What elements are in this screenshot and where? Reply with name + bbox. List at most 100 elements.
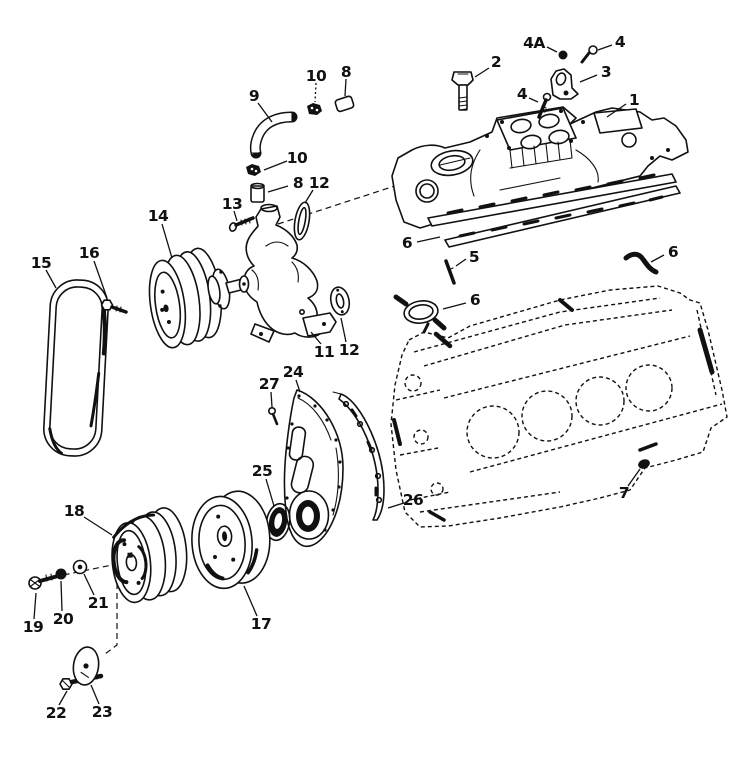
leader-line-8-12 (267, 185, 289, 193)
part-21-washer (72, 559, 88, 575)
cover-bolt-holes (285, 394, 342, 532)
carb-pad-ports (500, 109, 573, 150)
callout-21-27: 21 (88, 594, 109, 612)
callout-8-12: 8 (293, 174, 303, 192)
leader-line-13-19 (233, 210, 238, 222)
callout-3-2: 3 (601, 63, 611, 81)
leader-line-10-14 (314, 82, 317, 103)
leader-line-6-8 (650, 254, 665, 263)
callout-11-16: 11 (314, 343, 335, 361)
callout-23-29: 23 (92, 703, 113, 721)
part-6-oring-gasket (393, 294, 447, 334)
leader-line-18-24 (83, 516, 113, 536)
leader-line-23-29 (90, 684, 100, 705)
part-17-pulley (191, 490, 271, 590)
callout-16-22: 16 (79, 244, 100, 262)
leader-line-22-28 (58, 690, 68, 706)
part-11-water-pump (207, 203, 337, 343)
leader-line-4-5 (528, 97, 539, 103)
callout-14-20: 14 (148, 207, 169, 225)
part-3-bracket (550, 68, 579, 100)
callout-4-5: 4 (517, 85, 528, 103)
part-19-bolt (28, 573, 60, 590)
part-7-plug (638, 459, 650, 469)
part-12-outlet-gasket (329, 286, 351, 316)
part-4a-nut (558, 50, 568, 60)
leader-line-16-22 (93, 260, 108, 299)
part-6-end-seal (623, 251, 659, 275)
part-16-bolt (100, 299, 128, 314)
part-5-stud (444, 259, 456, 285)
leader-line-20-26 (60, 580, 63, 612)
leader-line-4A-3 (546, 46, 558, 53)
callout-17-23: 17 (251, 615, 272, 633)
callout-1-0: 1 (629, 91, 639, 109)
callout-10-15: 10 (287, 149, 308, 167)
leader-line-14-20 (161, 223, 173, 259)
callout-6-8: 6 (668, 243, 678, 261)
leader-line-12-17 (304, 189, 314, 204)
leader-line-1-0 (606, 103, 627, 118)
leader-line-11-16 (310, 331, 322, 345)
leader-line-24-30 (295, 379, 301, 393)
leader-line-10-15 (263, 160, 288, 171)
part-1-intake-manifold (391, 106, 689, 229)
leader-line-5-6 (455, 258, 467, 267)
leader-line-15-21 (45, 269, 57, 289)
part-8-fitting-upper (334, 95, 355, 113)
part-24-timing-cover (283, 389, 344, 548)
callout-12-18: 12 (339, 341, 360, 359)
callout-24-30: 24 (283, 363, 304, 381)
callout-7-10: 7 (619, 484, 629, 502)
leader-line-6-9 (442, 302, 467, 310)
part-12-seal-ring (293, 201, 311, 241)
callout-2-1: 2 (491, 53, 501, 71)
callout-26-32: 26 (403, 491, 424, 509)
leader-line-4-4 (597, 44, 613, 51)
leader-line-8-11 (344, 78, 347, 97)
leader-line-3-2 (579, 74, 598, 83)
engine-block-outline (390, 285, 728, 528)
callout-5-6: 5 (469, 248, 479, 266)
part-14-pump-pulley (148, 247, 222, 349)
part-18-crank-pulley (111, 507, 188, 604)
pump-shaft-hub (207, 268, 250, 310)
callout-4-4: 4 (615, 33, 626, 51)
leader-line-21-27 (83, 573, 95, 596)
callout-20-26: 20 (53, 610, 74, 628)
part-25-seal (265, 502, 291, 542)
part-20-washer (55, 568, 67, 580)
part-27-screw (267, 406, 279, 426)
leader-line-6-7 (416, 236, 441, 243)
part-15-drive-belt (43, 279, 109, 457)
part-26-cover-gasket (332, 391, 385, 521)
part-4-bolt-upper (580, 45, 598, 64)
part-13-bolt (228, 216, 255, 232)
callout-6-9: 6 (470, 291, 480, 309)
part-2-bolt (451, 71, 474, 111)
callout-12-17: 12 (309, 174, 330, 192)
leader-line-7-10 (627, 468, 641, 487)
cylinder-bores (466, 364, 673, 459)
callout-13-19: 13 (222, 195, 243, 213)
callout-15-21: 15 (31, 254, 52, 272)
leader-line-9-13 (257, 102, 273, 123)
part-23-disc (72, 646, 100, 686)
leader-line-27-33 (270, 391, 273, 408)
leader-line-2-1 (474, 67, 490, 78)
callout-4A-3: 4A (523, 34, 545, 52)
callout-27-33: 27 (259, 375, 280, 393)
leader-line-26-32 (387, 502, 405, 509)
callout-9-13: 9 (249, 87, 259, 105)
callout-6-7: 6 (402, 234, 412, 252)
callout-19-25: 19 (23, 618, 44, 636)
callout-22-28: 22 (46, 704, 67, 722)
leader-line-25-31 (265, 478, 275, 507)
part-10-clamp-upper (307, 103, 322, 115)
leader-line-17-23 (243, 585, 258, 617)
part-8-fitting-lower (250, 182, 265, 203)
part-10-clamp-lower (246, 164, 261, 176)
callout-25-31: 25 (252, 462, 273, 480)
part-4-bolt-lower (537, 92, 552, 119)
